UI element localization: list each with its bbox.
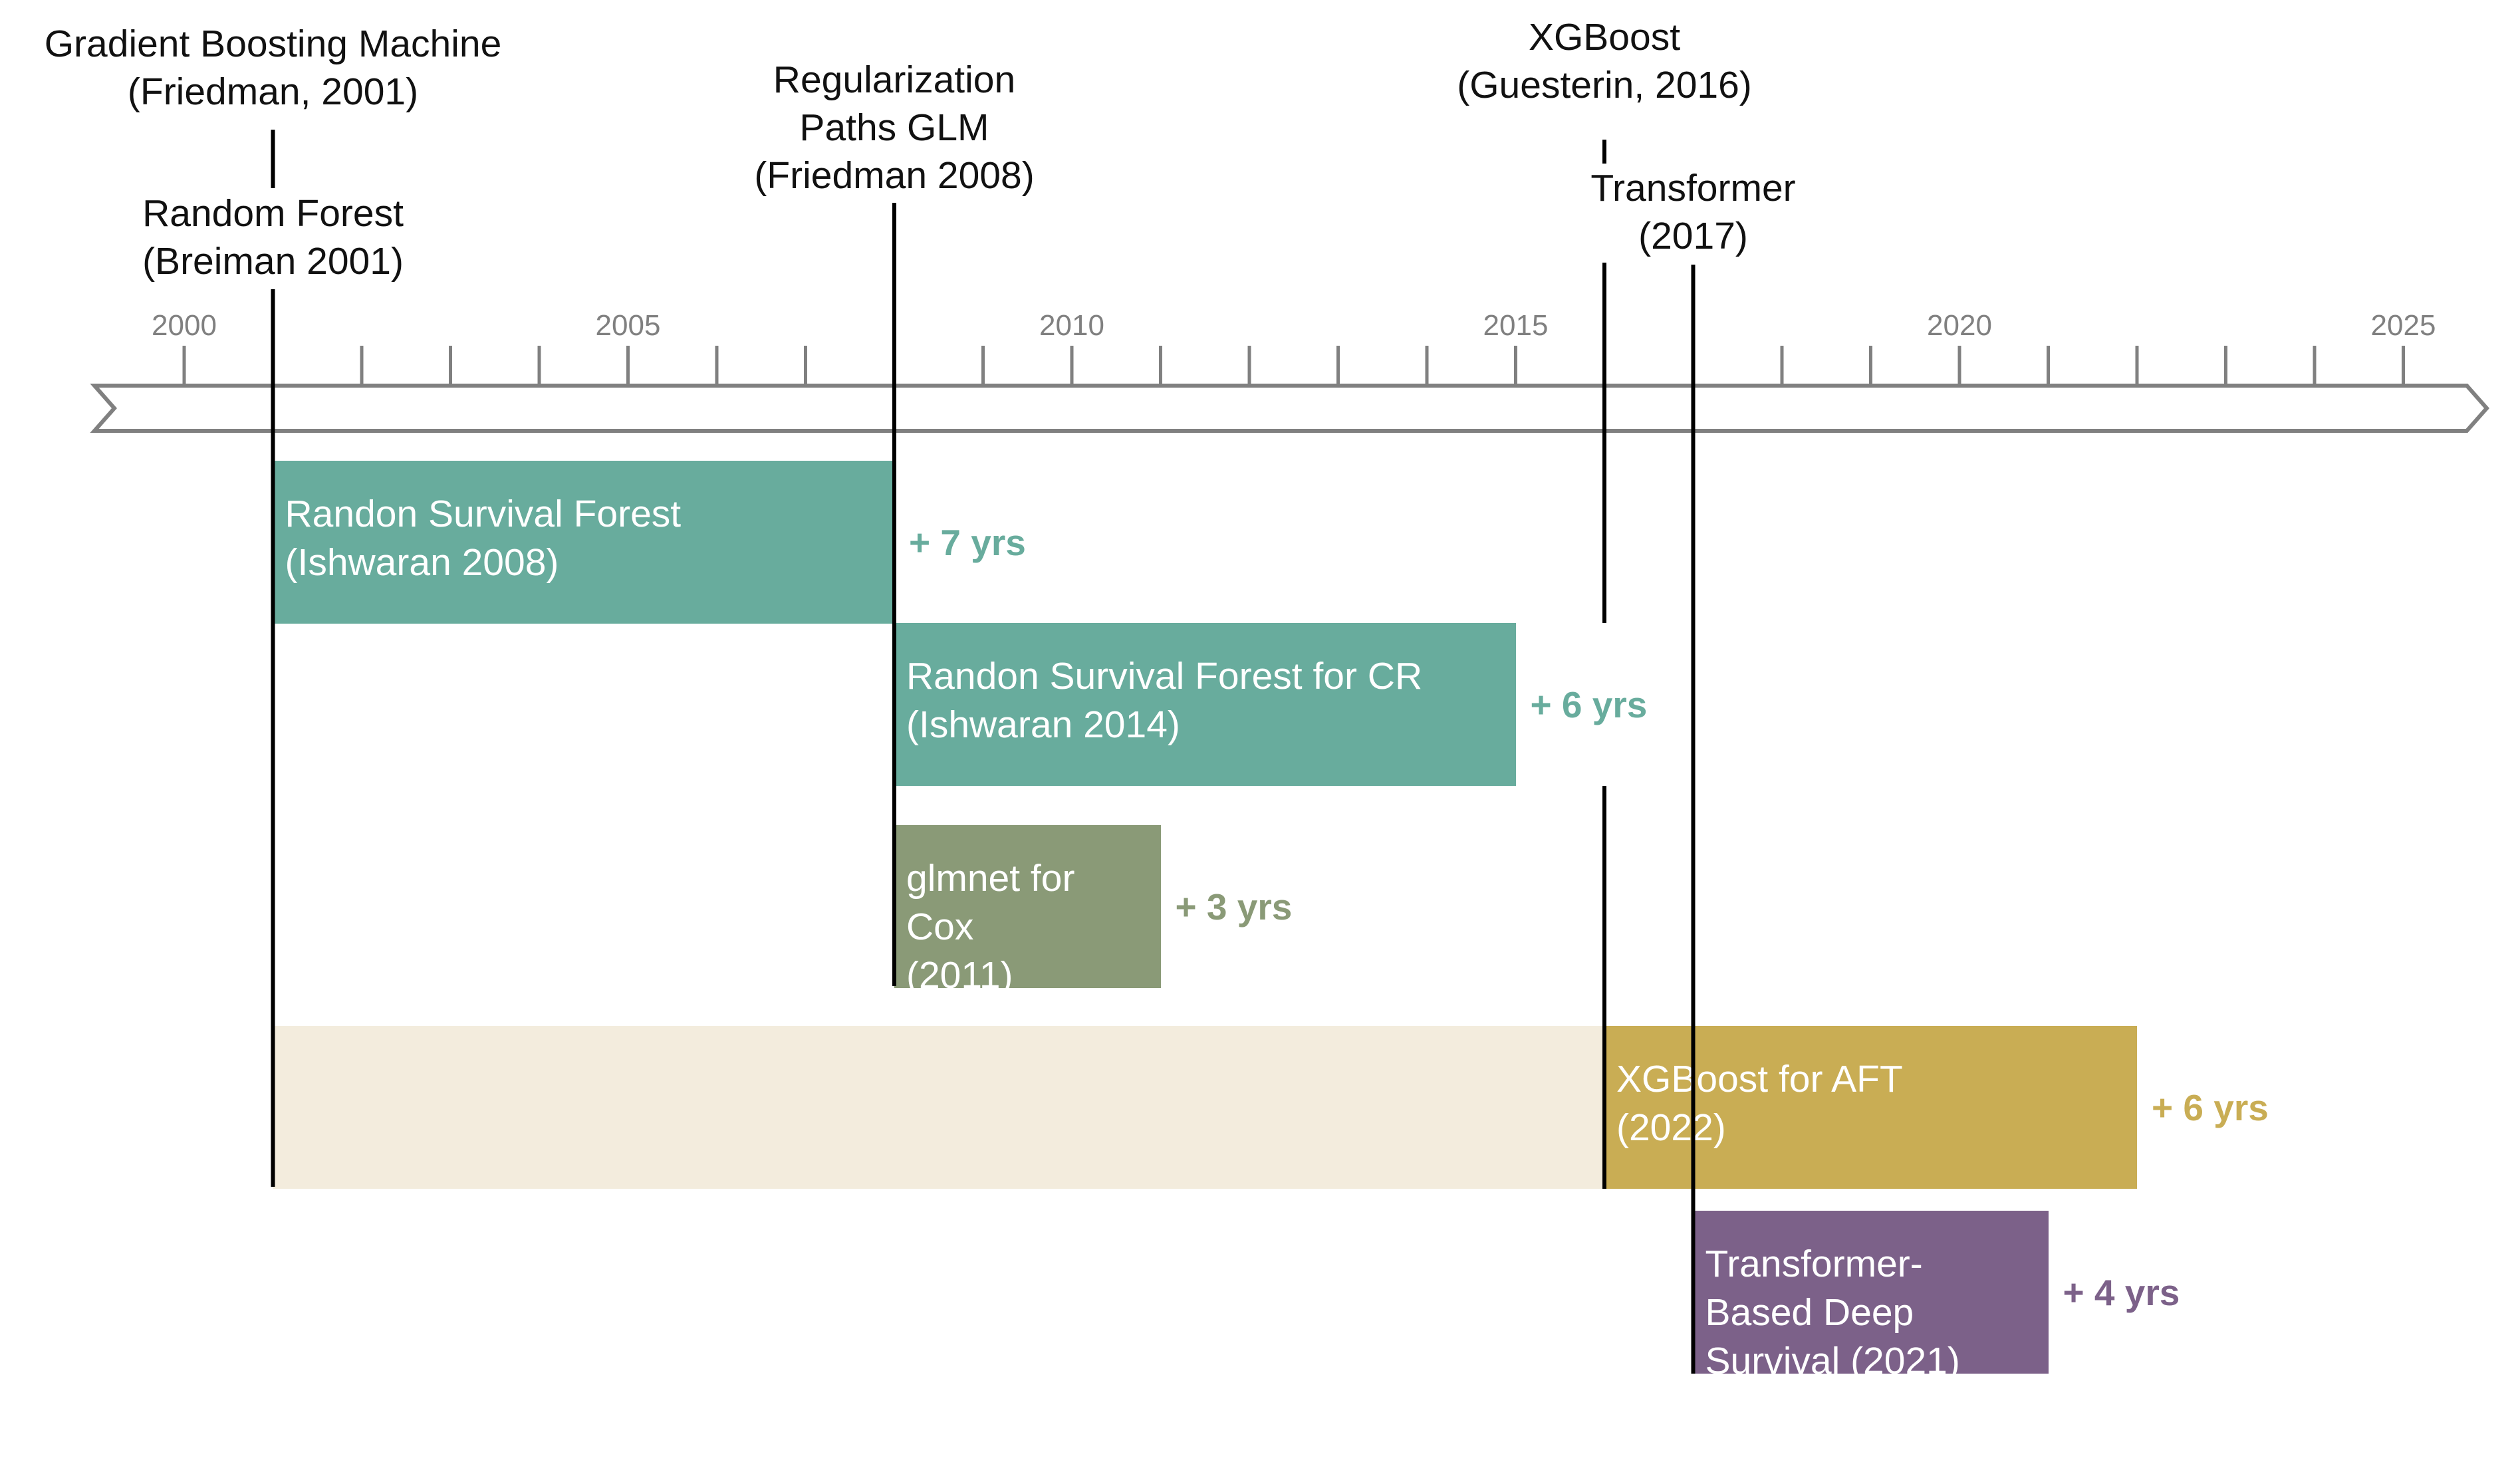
bar-glmnet-label: Cox — [906, 906, 974, 948]
gap-label-xgb-aft: + 6 yrs — [2152, 1086, 2269, 1128]
event-label-transformer-line: Transformer — [1590, 167, 1796, 209]
event-label-gbm-line: Gradient Boosting Machine — [44, 23, 502, 65]
event-label-transformer: Transformer (2017) — [1590, 164, 1795, 260]
bar-rsf-cr-label: Randon Survival Forest for CR — [906, 655, 1423, 697]
bar-glmnet-label: (2011) — [906, 954, 1013, 997]
gap-label-tds: + 4 yrs — [2063, 1271, 2180, 1313]
bar-rsf: Randon Survival Forest (Ishwaran 2008) — [273, 461, 894, 624]
bar-tds-label: Survival (2021) — [1705, 1340, 1960, 1382]
bar-xgb-aft: XGBoost for AFT (2022) — [1604, 1026, 2137, 1189]
bar-tds-label: Transformer- — [1705, 1243, 1923, 1285]
bar-rsf-label: Randon Survival Forest — [285, 493, 682, 535]
tick-label-2020: 2020 — [1927, 309, 1992, 342]
timeline-axis: 2000 2005 2010 2015 2020 2025 — [90, 309, 2490, 433]
bar-glmnet-label: glmnet for — [906, 857, 1075, 900]
tick-label-2025: 2025 — [2371, 309, 2436, 342]
event-label-glm-line: Paths GLM — [799, 106, 989, 149]
bar-rsf-label: (Ishwaran 2008) — [285, 541, 559, 584]
tick-label-2005: 2005 — [596, 309, 661, 342]
event-label-xgb-line: (Guesterin, 2016) — [1457, 64, 1752, 106]
event-label-transformer-line: (2017) — [1638, 215, 1748, 257]
tick-label-2010: 2010 — [1039, 309, 1104, 342]
event-label-gbm-line: (Friedman, 2001) — [127, 70, 419, 113]
event-label-glm-line: (Friedman 2008) — [754, 154, 1035, 197]
axis-arrow — [90, 384, 2490, 433]
tick-label-2015: 2015 — [1483, 309, 1549, 342]
event-label-glm-line: Regularization — [773, 59, 1016, 101]
bar-rsf-cr: Randon Survival Forest for CR (Ishwaran 2… — [894, 623, 1516, 786]
event-label-xgb-line: XGBoost — [1528, 16, 1681, 59]
event-label-gbm: Gradient Boosting Machine (Friedman, 2001… — [45, 20, 502, 116]
gap-label-rsf-cr: + 6 yrs — [1530, 683, 1648, 725]
event-label-rf-line: (Breiman 2001) — [142, 240, 404, 283]
event-label-xgb: XGBoost (Guesterin, 2016) — [1457, 13, 1752, 109]
bar-tds-label: Based Deep — [1705, 1291, 1914, 1334]
background-span-xgb-aft — [273, 1026, 1604, 1189]
gap-label-rsf: + 7 yrs — [909, 521, 1026, 563]
bar-xgb-aft-label: XGBoost for AFT — [1616, 1058, 1903, 1100]
bar-xgb-aft-label: (2022) — [1616, 1106, 1726, 1149]
event-label-rf-line: Random Forest — [142, 192, 404, 235]
bar-rsf-cr-label: (Ishwaran 2014) — [906, 703, 1180, 746]
gap-label-glmnet: + 3 yrs — [1175, 886, 1293, 928]
tick-label-2000: 2000 — [152, 309, 217, 342]
event-label-rf: Random Forest (Breiman 2001) — [142, 189, 404, 285]
background-spans — [273, 1026, 1604, 1189]
